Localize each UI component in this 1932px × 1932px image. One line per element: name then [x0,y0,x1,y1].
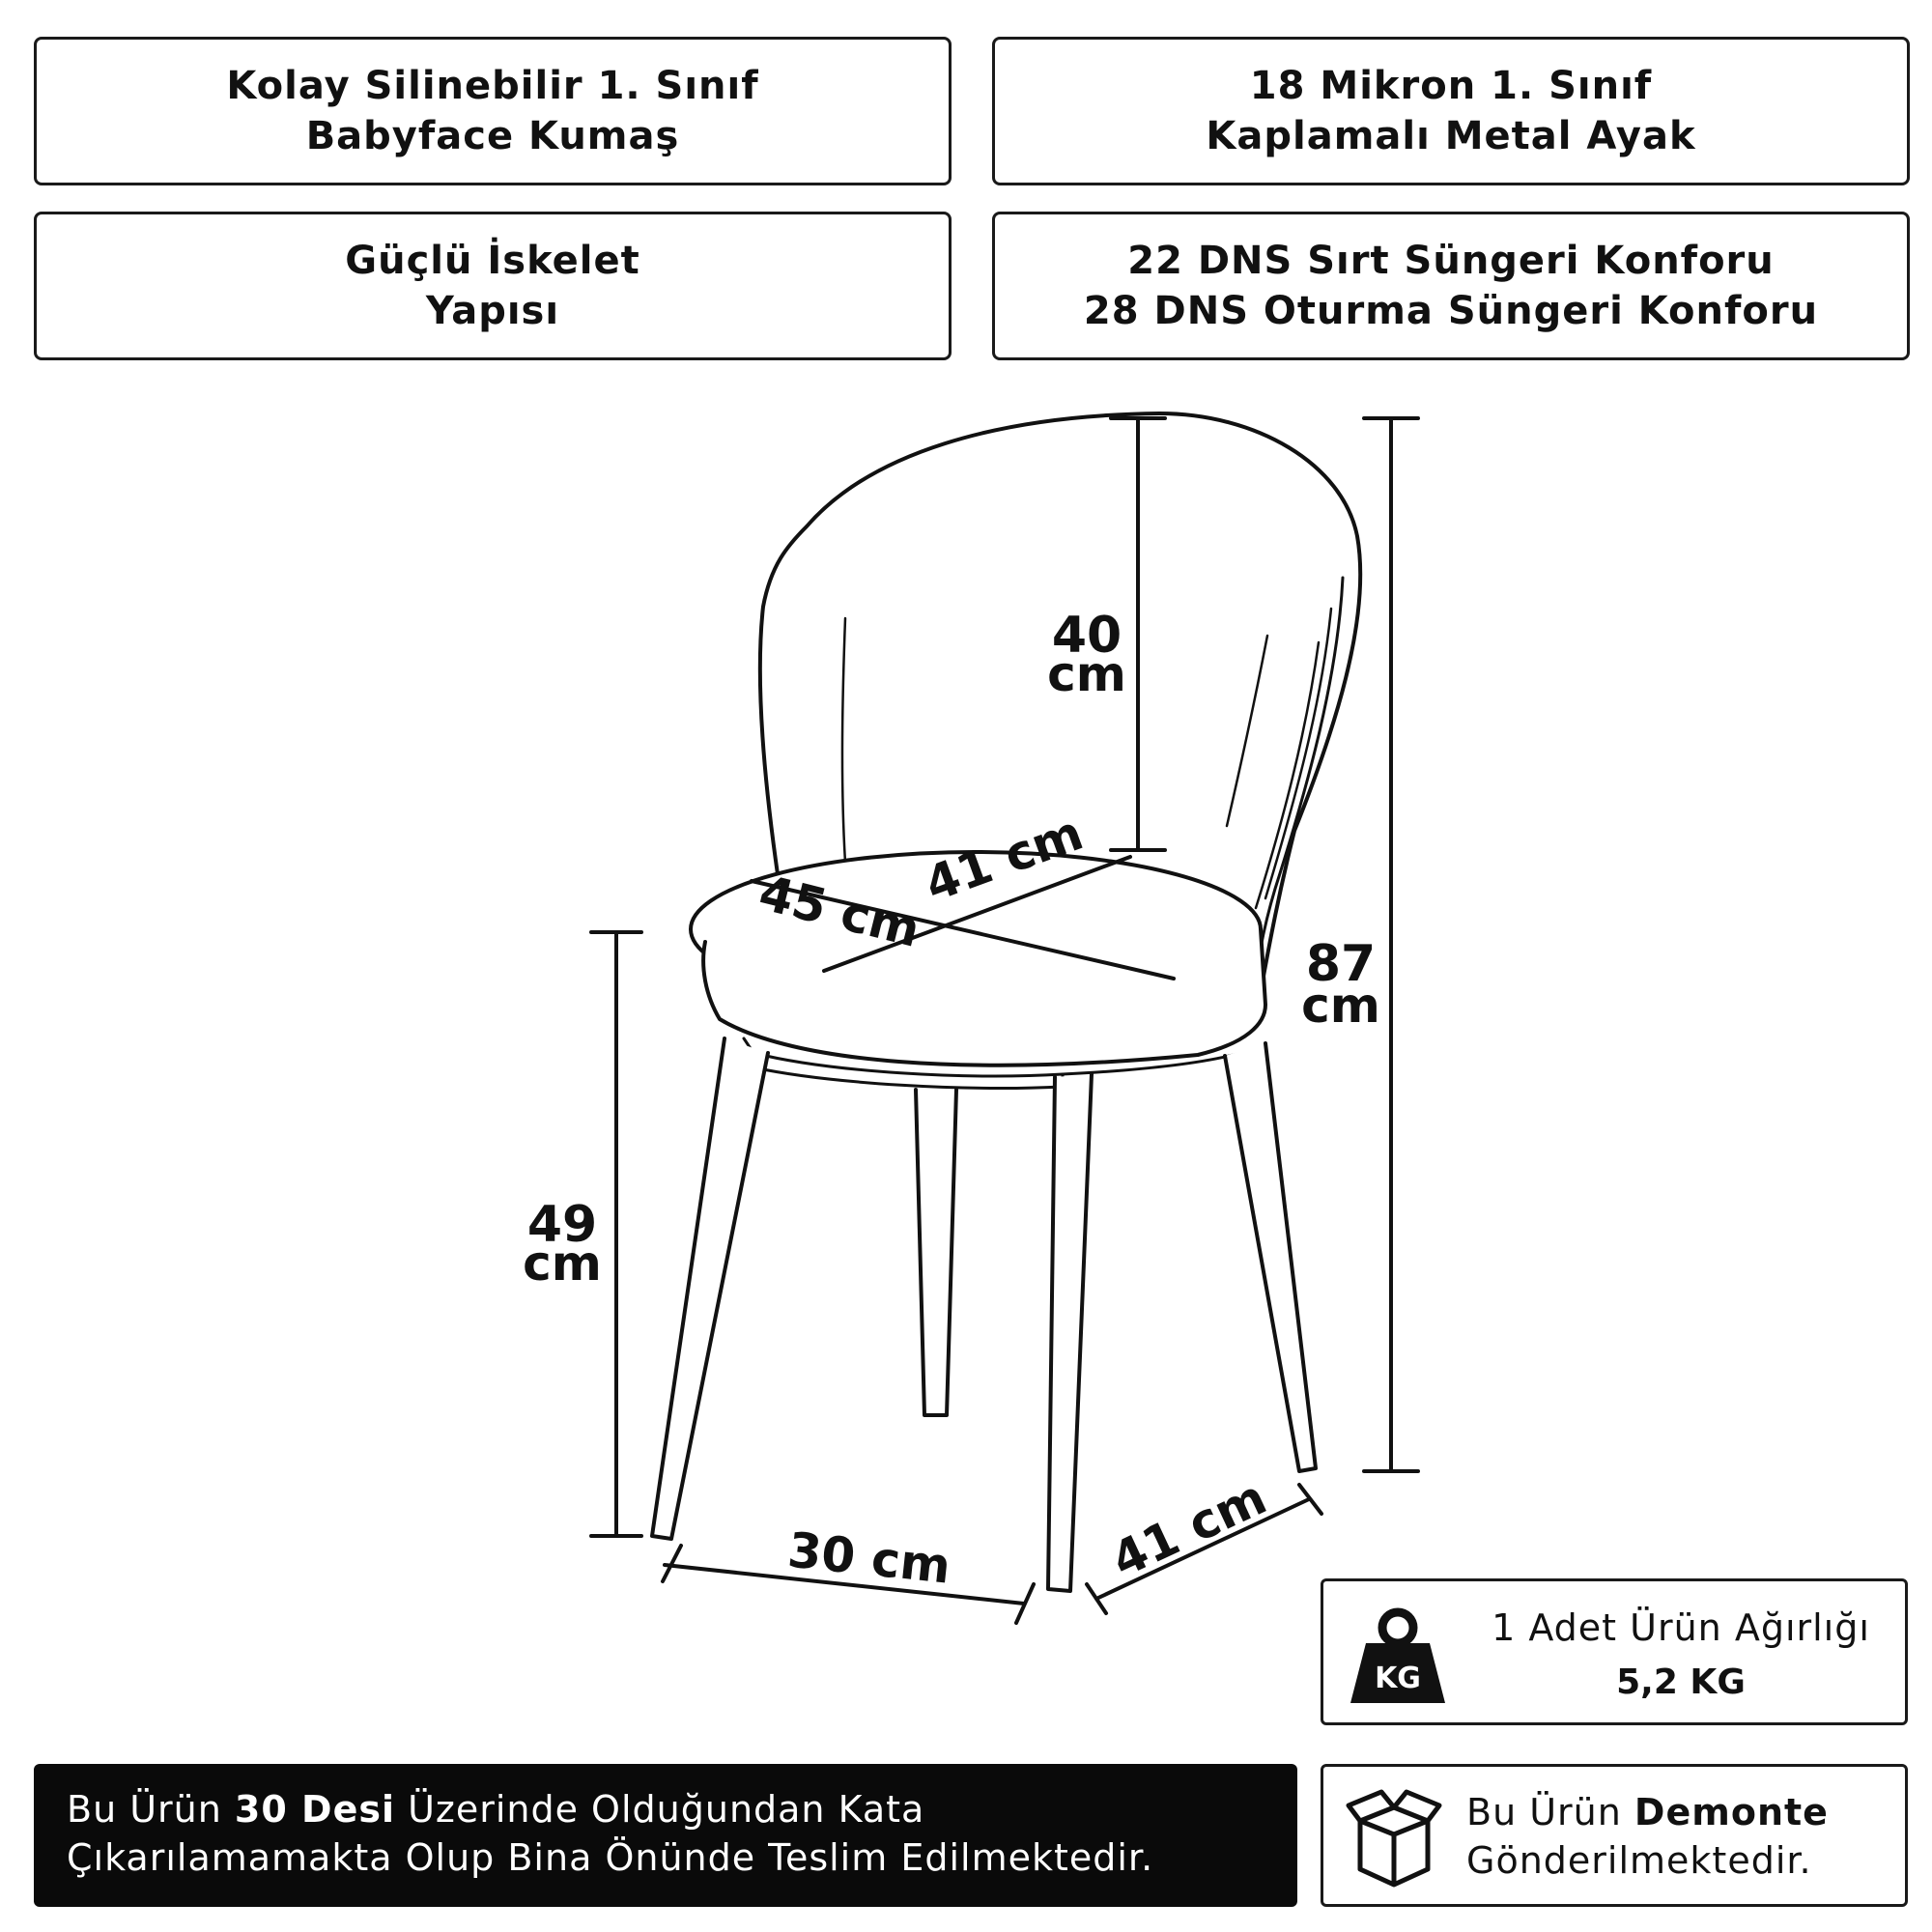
demonte-info: Bu Ürün Demonte Gönderilmektedir. [1321,1764,1908,1907]
kg-weight-icon: KG [1350,1607,1445,1703]
demonte-line1: Bu Ürün Demonte [1466,1788,1829,1836]
notice-post: Üzerinde Olduğundan Kata [395,1788,925,1831]
chair-leg-back-right [1223,1041,1318,1473]
notice-bold: 30 Desi [234,1788,395,1831]
dim-base-depth: 41 cm [1103,1469,1274,1589]
box-icon [1346,1789,1442,1888]
dim-base-width: 30 cm [785,1521,953,1594]
feature-foam: 22 DNS Sırt Süngeri Konforu 28 DNS Oturm… [992,212,1910,360]
chair-backrest-seam-2 [1264,607,1333,900]
feature-frame: Güçlü İskelet Yapısı [34,212,952,360]
dim-seat-height-value: 49 [527,1196,597,1254]
feature-legs: 18 Mikron 1. Sınıf Kaplamalı Metal Ayak [992,37,1910,185]
feature-legs-line1: 18 Mikron 1. Sınıf [1249,64,1653,108]
notice-pre: Bu Ürün [67,1788,235,1831]
chair-backrest-seam-3 [1254,640,1321,910]
demonte-line2: Gönderilmektedir. [1466,1839,1812,1882]
dim-backrest-unit: cm [1047,646,1126,702]
weight-value: 5,2 KG [1616,1662,1746,1702]
chair-leg-front-right [1046,1072,1094,1593]
delivery-notice: Bu Ürün 30 Desi Üzerinde Olduğundan Kata… [34,1764,1297,1907]
feature-frame-line2: Yapısı [425,289,560,333]
delivery-notice-line2: Çıkarılamamakta Olup Bina Önünde Teslim … [67,1836,1154,1879]
feature-frame-line1: Güçlü İskelet [345,239,640,283]
feature-legs-line2: Kaplamalı Metal Ayak [1206,114,1696,158]
delivery-notice-line1: Bu Ürün 30 Desi Üzerinde Olduğundan Kata [67,1785,1297,1833]
demonte-pre: Bu Ürün [1466,1791,1634,1833]
weight-label: 1 Adet Ürün Ağırlığı [1492,1606,1870,1649]
dim-total-height-unit: cm [1301,978,1380,1034]
feature-fabric: Kolay Silinebilir 1. Sınıf Babyface Kuma… [34,37,952,185]
dim-total-height-value: 87 [1306,935,1376,993]
chair-seat-side [701,927,1267,1067]
feature-fabric-line2: Babyface Kumaş [305,114,680,158]
chair-leg-front-left [650,1037,770,1541]
chair-leg-back-left [914,1088,958,1417]
feature-fabric-line1: Kolay Silinebilir 1. Sınıf [226,64,759,108]
chair-outline [650,412,1363,1593]
chair-backrest-inner-2 [1225,634,1269,828]
demonte-bold: Demonte [1634,1791,1829,1833]
demonte-text: Bu Ürün Demonte Gönderilmektedir. [1466,1788,1829,1885]
feature-foam-line1: 22 DNS Sırt Süngeri Konforu [1127,239,1775,283]
chair-backrest [757,412,1363,1021]
kg-icon-text: KG [1375,1662,1421,1695]
feature-foam-line2: 28 DNS Oturma Süngeri Konforu [1083,289,1819,333]
weight-info: KG 1 Adet Ürün Ağırlığı 5,2 KG [1321,1578,1908,1725]
chair-backrest-inner [840,616,847,865]
dimension-lines [589,416,1420,1625]
dim-backrest-value: 40 [1052,607,1122,665]
dim-seat-height-unit: cm [523,1236,602,1292]
